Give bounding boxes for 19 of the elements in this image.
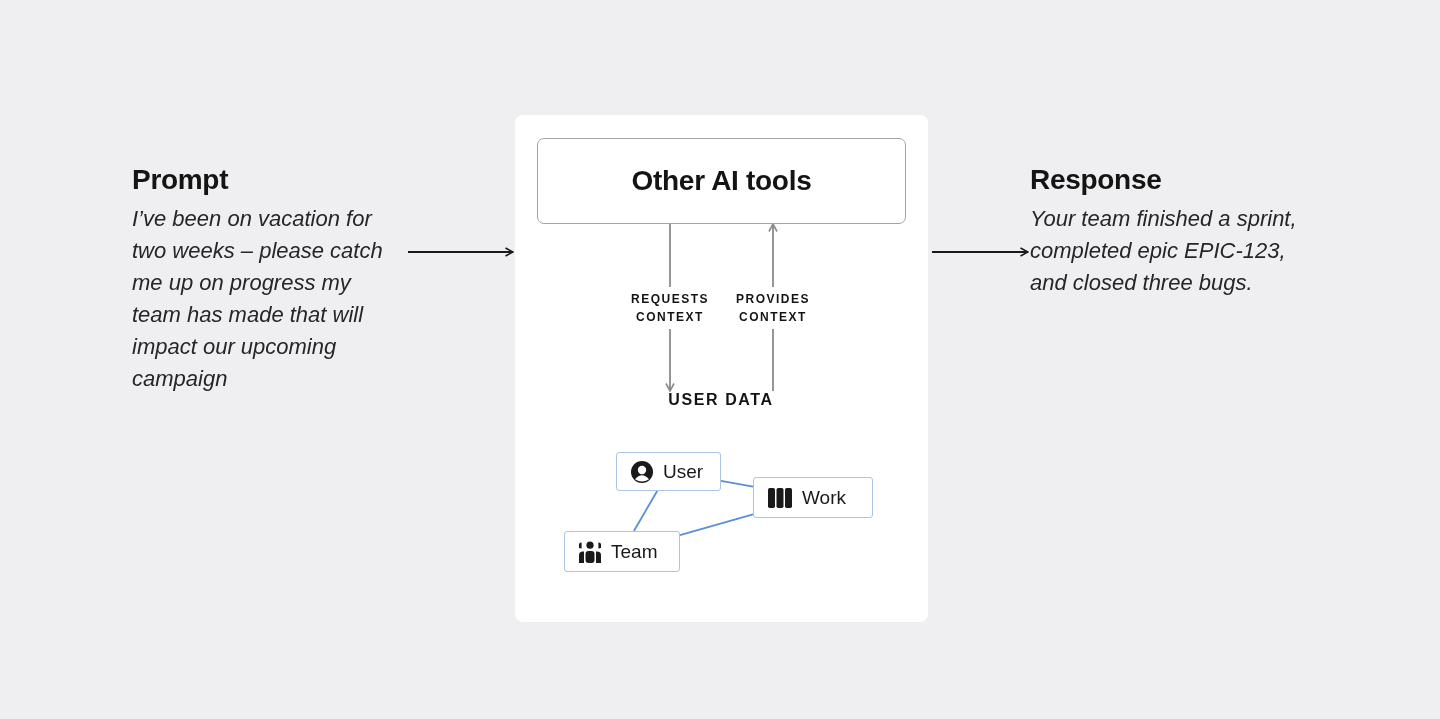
node-label: Team — [611, 540, 658, 563]
arrow — [407, 247, 514, 257]
node-label: User — [663, 460, 704, 483]
entity-card — [564, 531, 680, 572]
entity-card — [616, 452, 721, 491]
connector-line — [679, 513, 754, 536]
box-title: Other AI tools — [631, 165, 812, 197]
connector-line — [720, 480, 754, 488]
heading: Response — [1030, 163, 1162, 197]
arrow — [931, 247, 1029, 257]
heading: Prompt — [132, 163, 229, 197]
node-label: Work — [802, 486, 846, 509]
panel-card — [515, 115, 928, 622]
body-text: I’ve been on vacation for two weeks – please catch me up on progress my team has made that will impact our upcoming campaign — [132, 205, 384, 393]
body-text: Your team finished a sprint, completed epic EPIC-123, and closed three bugs. — [1030, 205, 1298, 297]
tool-box — [537, 138, 906, 224]
section-heading: USER DATA — [668, 391, 774, 409]
connector-line — [633, 490, 659, 532]
entity-card — [753, 477, 873, 518]
